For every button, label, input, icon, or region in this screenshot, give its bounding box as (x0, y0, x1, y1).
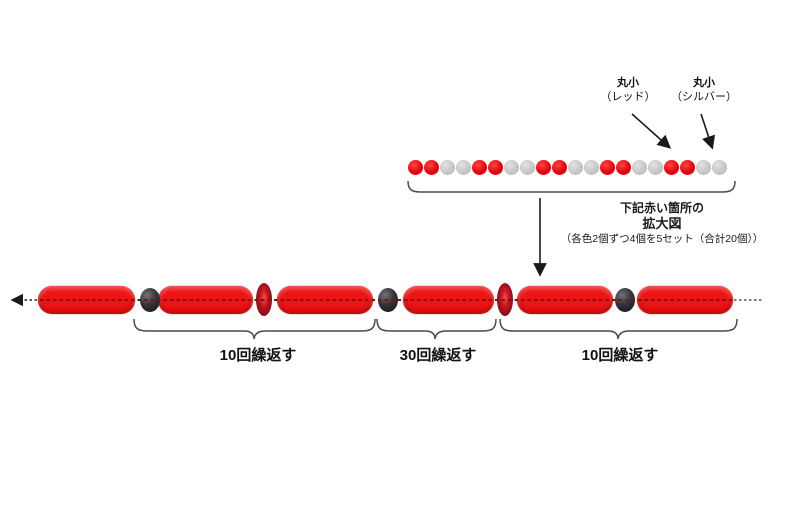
round-bead-red (552, 160, 567, 175)
repeat-label-2: 30回繰返す (399, 347, 477, 364)
red-disc-bead (256, 283, 272, 316)
round-bead-red (680, 160, 695, 175)
round-bead-red (408, 160, 423, 175)
label-round-bead-silver: 丸小 （シルバー） (660, 76, 748, 105)
label-round-bead-red-line1: 丸小 (617, 77, 639, 89)
red-disc-bead (497, 283, 513, 316)
label-round-bead-red-line2: （レッド） (600, 91, 656, 104)
round-bead-red (616, 160, 631, 175)
round-bead-silver (712, 160, 727, 175)
red-tube-bead (277, 286, 373, 314)
magnified-caption: 下記赤い箇所の 拡大図 （各色2個ずつ4個を5セット（合計20個）） (518, 201, 800, 246)
round-bead-red (664, 160, 679, 175)
label-round-bead-silver-line1: 丸小 (693, 77, 715, 89)
round-bead-silver (584, 160, 599, 175)
caption-line2: 拡大図 (642, 216, 682, 231)
repeat-label-3: 10回繰返す (581, 347, 659, 364)
dark-round-bead (378, 288, 398, 312)
repeat-label-1: 10回繰返す (219, 347, 297, 364)
round-bead-silver (632, 160, 647, 175)
round-bead-silver (504, 160, 519, 175)
red-tube-bead (637, 286, 733, 314)
magnified-bead-row (408, 160, 727, 175)
round-bead-red (488, 160, 503, 175)
round-bead-silver (696, 160, 711, 175)
dark-round-bead (140, 288, 160, 312)
round-bead-red (536, 160, 551, 175)
round-bead-silver (648, 160, 663, 175)
round-bead-silver (520, 160, 535, 175)
red-tube-bead (38, 286, 135, 314)
round-bead-silver (456, 160, 471, 175)
round-bead-silver (568, 160, 583, 175)
red-tube-bead (517, 286, 613, 314)
round-bead-red (600, 160, 615, 175)
red-tube-bead (158, 286, 253, 314)
caption-line1: 下記赤い箇所の (619, 201, 704, 215)
red-tube-bead (403, 286, 494, 314)
dark-round-bead (615, 288, 635, 312)
round-bead-red (472, 160, 487, 175)
round-bead-red (424, 160, 439, 175)
label-round-bead-red: 丸小 （レッド） (590, 76, 666, 105)
round-bead-silver (440, 160, 455, 175)
caption-line3: （各色2個ずつ4個を5セット（合計20個）） (560, 233, 764, 246)
label-round-bead-silver-line2: （シルバー） (671, 91, 737, 104)
